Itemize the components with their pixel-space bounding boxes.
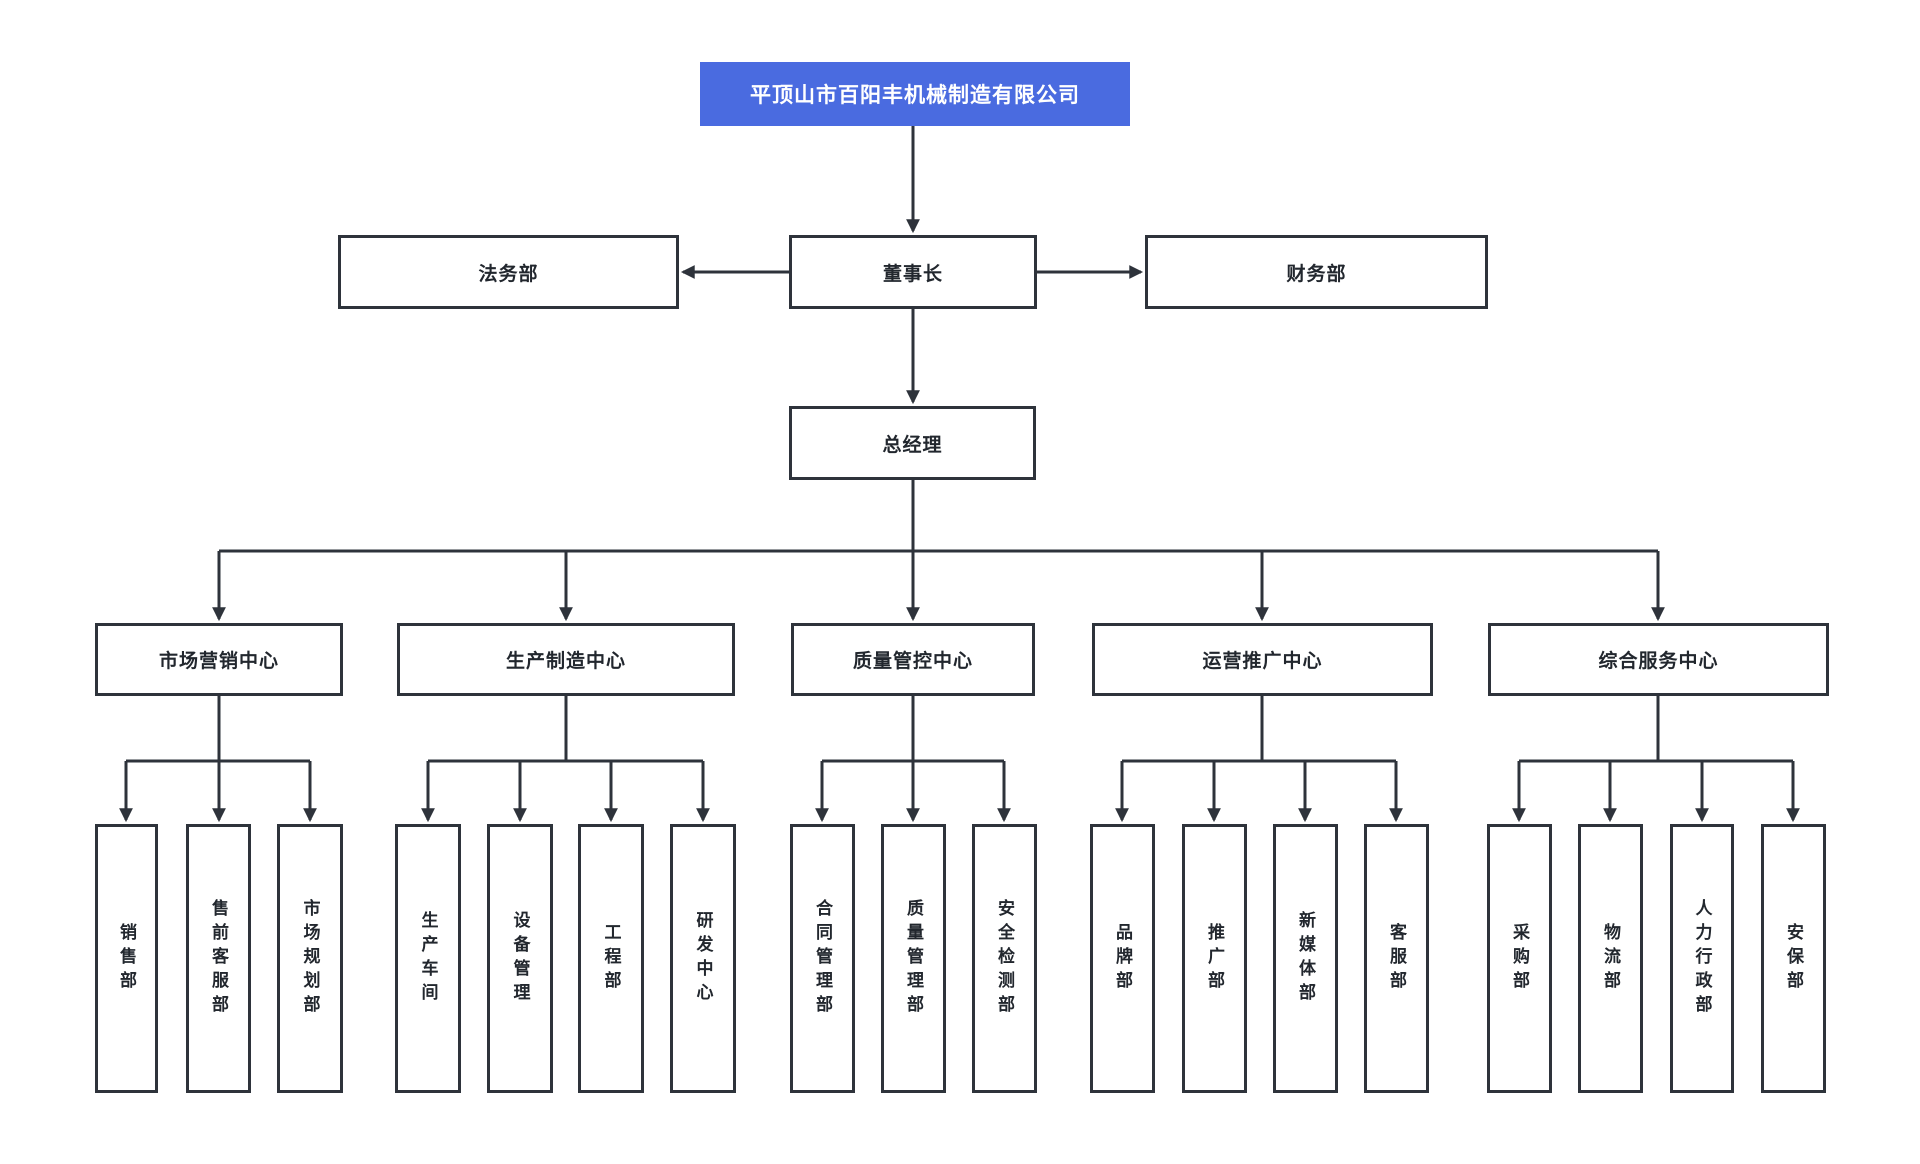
dept-label: 推广部 [1205, 922, 1224, 995]
node-dept-logistics: 物流部 [1578, 824, 1643, 1093]
node-center-marketing: 市场营销中心 [95, 623, 343, 696]
dept-label: 安保部 [1784, 922, 1803, 995]
node-dept-presales-service: 售前客服部 [186, 824, 251, 1093]
dept-label: 售前客服部 [209, 898, 228, 1019]
node-dept-security: 安保部 [1761, 824, 1826, 1093]
dept-label: 市场规划部 [300, 898, 320, 1019]
node-dept-market-planning: 市场规划部 [277, 824, 343, 1093]
dept-label: 物流部 [1601, 922, 1620, 995]
node-center-quality: 质量管控中心 [791, 623, 1035, 696]
dept-label: 品牌部 [1113, 922, 1132, 995]
dept-label: 工程部 [601, 922, 621, 995]
dept-label: 新媒体部 [1296, 910, 1315, 1007]
node-dept-brand: 品牌部 [1090, 824, 1155, 1093]
node-dept-quality-mgmt: 质量管理部 [881, 824, 946, 1093]
dept-label: 人力行政部 [1692, 898, 1712, 1019]
node-dept-customer-service: 客服部 [1364, 824, 1429, 1093]
node-legal-dept: 法务部 [338, 235, 679, 309]
node-dept-purchasing: 采购部 [1487, 824, 1552, 1093]
dept-label: 研发中心 [693, 910, 713, 1007]
node-dept-engineering: 工程部 [578, 824, 644, 1093]
node-dept-safety-inspection: 安全检测部 [972, 824, 1037, 1093]
node-dept-contract-mgmt: 合同管理部 [790, 824, 855, 1093]
node-dept-rnd-center: 研发中心 [670, 824, 736, 1093]
dept-label: 采购部 [1510, 922, 1529, 995]
node-center-services: 综合服务中心 [1488, 623, 1829, 696]
node-dept-equipment: 设备管理 [487, 824, 553, 1093]
node-center-operations: 运营推广中心 [1092, 623, 1433, 696]
node-company: 平顶山市百阳丰机械制造有限公司 [700, 62, 1130, 126]
dept-label: 客服部 [1387, 922, 1406, 995]
node-chairman: 董事长 [789, 235, 1037, 309]
node-dept-workshop: 生产车间 [395, 824, 461, 1093]
node-dept-promotion: 推广部 [1182, 824, 1247, 1093]
dept-label: 质量管理部 [904, 898, 923, 1019]
dept-label: 销售部 [117, 922, 136, 995]
dept-label: 设备管理 [510, 910, 530, 1007]
node-center-production: 生产制造中心 [397, 623, 735, 696]
dept-label: 合同管理部 [813, 898, 832, 1019]
node-general-manager: 总经理 [789, 406, 1036, 480]
dept-label: 生产车间 [418, 910, 438, 1007]
node-dept-sales: 销售部 [95, 824, 158, 1093]
dept-label: 安全检测部 [995, 898, 1014, 1019]
node-dept-new-media: 新媒体部 [1273, 824, 1338, 1093]
node-dept-hr-admin: 人力行政部 [1670, 824, 1734, 1093]
node-finance-dept: 财务部 [1145, 235, 1488, 309]
